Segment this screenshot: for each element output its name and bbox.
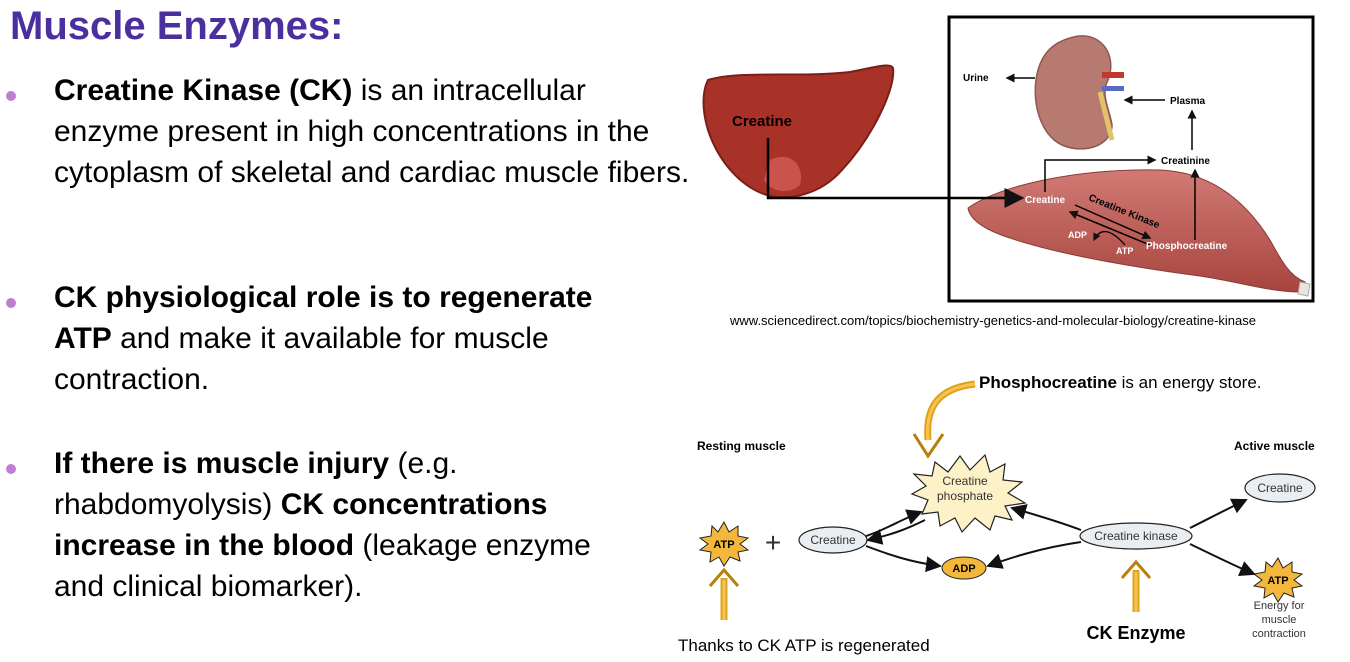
plasma-label: Plasma (1170, 96, 1205, 107)
bullet-dot (6, 298, 16, 308)
note-arrow (924, 380, 976, 441)
bullet-bold: CK concentrations increase in the blood (54, 488, 548, 562)
ureter (1097, 91, 1115, 141)
renal-artery (1102, 72, 1124, 78)
bullet-plain: (leakage enzyme and clinical biomarker). (54, 529, 591, 603)
creatine-left-label: Creatine (810, 533, 856, 547)
atp-up-arrow (708, 567, 740, 620)
creatine-right-node (1244, 473, 1316, 503)
creatine-to-creatinine-arrow (1044, 155, 1157, 192)
ck-up-arrow (1120, 559, 1152, 612)
energy-line3: contraction (1252, 628, 1306, 640)
figure-frame (947, 15, 1315, 303)
atp-adp-arrow (1093, 230, 1126, 246)
bullet-bold: If there is muscle injury (54, 447, 390, 480)
plus-sign: + (765, 527, 781, 558)
bullet-bold: Creatine Kinase (CK) (54, 74, 353, 107)
atp-label: ATP (1116, 246, 1133, 256)
bullet-bold: CK physiological role is to regenerate A… (54, 281, 593, 355)
renal-vein (1102, 86, 1124, 91)
creatine-kinase-label: Creatine kinase (1094, 529, 1178, 543)
atp-left-burst (698, 520, 750, 567)
creatinine-label: Creatinine (1161, 156, 1210, 167)
creatine-phosphate-burst (910, 453, 1027, 534)
ck-to-phosphate-arrow (1010, 504, 1082, 531)
bullet-text: CK physiological role is to regenerate A… (54, 277, 654, 400)
energy-line1: Energy for (1254, 600, 1305, 612)
creatine-phosphate-line2: phosphate (937, 489, 993, 503)
muscle-shape (967, 169, 1306, 293)
note-arrow-inner (926, 382, 976, 441)
to-adp-arrow (865, 545, 942, 573)
adp-label: ADP (1068, 230, 1087, 240)
bullet-plain: is an intracellular enzyme present in hi… (54, 74, 690, 189)
phosphate-to-creatine-arrow (866, 519, 926, 545)
note-arrow-head (912, 433, 945, 459)
liver-to-muscle-arrow (766, 138, 1025, 208)
page-title: Muscle Enzymes: (10, 4, 344, 48)
bullet-dot (6, 91, 16, 101)
bullet-plain: (e.g. rhabdomyolysis) (54, 447, 458, 521)
liver-shape (702, 64, 895, 199)
atp-left-label: ATP (713, 539, 734, 551)
atp-right-burst (1252, 557, 1304, 603)
muscle-creatine-label: Creatine (1025, 195, 1065, 206)
ck-forward-arrow (1074, 204, 1152, 240)
adp-to-ck-arrow (986, 541, 1082, 569)
liver-creatine-label: Creatine (732, 113, 792, 130)
urine-label: Urine (963, 73, 989, 84)
active-muscle-label: Active muscle (1234, 439, 1315, 453)
adp-label: ADP (952, 563, 975, 575)
resting-muscle-label: Resting muscle (697, 439, 786, 453)
adp-node (941, 556, 987, 580)
tendon (1297, 281, 1311, 297)
ck-to-atp-arrow (1189, 543, 1256, 576)
source-citation: www.sciencedirect.com/topics/biochemistr… (730, 313, 1256, 328)
creatine-kinase-node (1079, 522, 1193, 550)
energy-line2: muscle (1262, 614, 1297, 626)
creatine-phosphate-line1: Creatine (942, 474, 988, 488)
ck-to-creatine-arrow (1189, 498, 1248, 529)
bullet-dot (6, 464, 16, 474)
phosphocreatine-label: Phosphocreatine (1146, 241, 1228, 252)
creatine-right-label: Creatine (1257, 481, 1303, 495)
phosphocreatine-note: Phosphocreatine is an energy store. (979, 373, 1262, 392)
kidney-shape (1034, 35, 1113, 150)
atp-regenerated-label: Thanks to CK ATP is regenerated (678, 636, 930, 655)
atp-right-label: ATP (1267, 575, 1288, 587)
ck-reverse-arrow (1068, 210, 1151, 246)
bullet-text: If there is muscle injury (e.g. rhabdomy… (54, 443, 639, 607)
bullet-plain: and make it available for muscle contrac… (54, 322, 549, 396)
liver-lobe (764, 156, 801, 192)
bullet-text: Creatine Kinase (CK) is an intracellular… (54, 70, 694, 193)
ck-enzyme-label: CK Enzyme (1086, 623, 1185, 643)
